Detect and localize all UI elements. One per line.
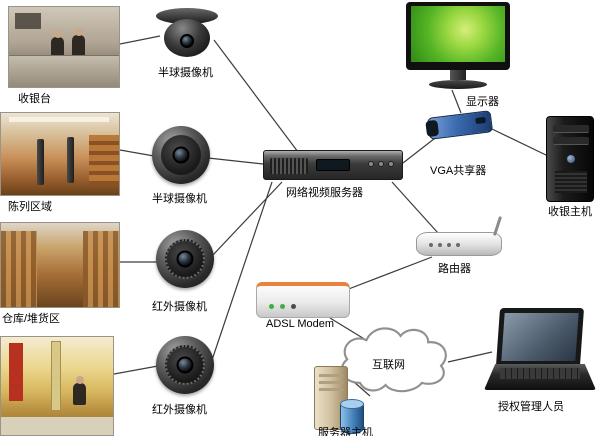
wire-cloud-server — [353, 381, 371, 397]
cashier-counter — [9, 55, 119, 87]
dvr-display — [316, 159, 350, 171]
label-vga-splitter: VGA共享器 — [430, 165, 487, 177]
tower-vent — [555, 171, 587, 193]
wire-cam2-nvr — [207, 157, 264, 165]
photo-storefront-area — [0, 336, 114, 436]
ir-led-ring — [165, 345, 205, 385]
power-button — [567, 155, 575, 163]
wire-router-modem — [345, 256, 433, 291]
drive-bay — [553, 137, 589, 145]
label-ir-camera-2: 红外摄像机 — [152, 404, 207, 416]
person-figure — [72, 28, 85, 57]
router — [416, 216, 503, 256]
camera-lens — [176, 356, 194, 374]
monitor-stand — [450, 70, 466, 80]
label-internet: 互联网 — [372, 359, 405, 371]
label-pos-host: 收银主机 — [548, 206, 592, 218]
photo-cashier-area — [8, 6, 120, 88]
label-adsl-modem: ADSL Modem — [266, 318, 335, 330]
camera-dome — [164, 19, 210, 57]
label-router: 路由器 — [438, 263, 471, 275]
monitor — [406, 2, 510, 89]
wall-sign — [15, 13, 41, 29]
wire-cloud-laptop — [447, 351, 493, 363]
ir-led-ring — [165, 239, 205, 279]
wire-photo4-cam4 — [113, 365, 159, 375]
wire-cam1-nvr — [213, 39, 299, 153]
laptop-screen — [495, 308, 585, 366]
wire-photo1-cam1 — [119, 35, 161, 45]
camera-dome — [152, 126, 210, 184]
camera-dome — [156, 230, 214, 288]
wire-cam4-nvr — [211, 181, 273, 361]
person-figure — [73, 376, 86, 405]
pos-host-tower — [546, 116, 594, 202]
label-server-host: 服务器主机 — [318, 427, 373, 436]
label-warehouse-area: 仓库/堆货区 — [2, 313, 61, 325]
label-monitor: 显示器 — [466, 96, 499, 108]
ceiling-light — [9, 117, 109, 122]
wire-modem-cloud — [329, 317, 367, 341]
label-dome-camera-1: 半球摄像机 — [158, 67, 213, 79]
label-nvr: 网络视频服务器 — [286, 187, 363, 199]
dvr-buttons — [368, 161, 394, 167]
wire-vga-monitor — [451, 89, 462, 114]
label-admin-laptop: 授权管理人员 — [498, 401, 564, 413]
camera-lens — [176, 250, 194, 268]
security-gate — [37, 139, 44, 185]
security-gate — [67, 137, 74, 183]
admin-laptop — [484, 308, 596, 396]
modem-leds — [269, 304, 296, 309]
warehouse-rack — [1, 231, 37, 307]
person-figure — [51, 30, 64, 59]
warehouse-rack — [83, 231, 119, 307]
camera-mount — [156, 8, 218, 24]
adsl-modem — [256, 282, 350, 318]
monitor-screen — [411, 6, 505, 62]
store-floor — [1, 417, 113, 435]
internet-cloud — [328, 320, 456, 402]
wire-nvr-router — [391, 181, 439, 234]
photo-display-area — [0, 112, 120, 196]
wire-photo2-cam2 — [119, 149, 155, 157]
photo-warehouse-area — [0, 222, 120, 308]
store-shelf — [89, 135, 119, 185]
label-cashier-area: 收银台 — [18, 93, 51, 105]
ir-camera-2 — [156, 336, 214, 394]
camera-lens — [172, 146, 190, 164]
store-column — [51, 341, 61, 411]
monitor-base — [429, 80, 487, 89]
router-leds — [429, 243, 460, 247]
monitor-bezel — [406, 2, 510, 70]
label-ir-camera-1: 红外摄像机 — [152, 301, 207, 313]
label-display-area: 陈列区域 — [8, 201, 52, 213]
drive-bay — [553, 125, 589, 133]
dome-camera-2 — [152, 126, 210, 184]
red-banner — [9, 343, 23, 401]
camera-face — [161, 135, 201, 175]
wire-vga-pc — [491, 128, 549, 157]
dome-camera-1 — [156, 8, 218, 62]
camera-lens — [180, 34, 194, 49]
server-host — [314, 366, 364, 436]
laptop-keyboard — [500, 368, 580, 379]
cloud-shape — [340, 327, 447, 393]
laptop-display — [501, 313, 579, 361]
wire-cam3-nvr — [211, 181, 283, 257]
database-cylinder — [340, 399, 364, 434]
dvr-vent — [270, 158, 308, 174]
label-dome-camera-2: 半球摄像机 — [152, 193, 207, 205]
network-video-server — [263, 150, 403, 180]
camera-dome — [156, 336, 214, 394]
ir-camera-1 — [156, 230, 214, 288]
